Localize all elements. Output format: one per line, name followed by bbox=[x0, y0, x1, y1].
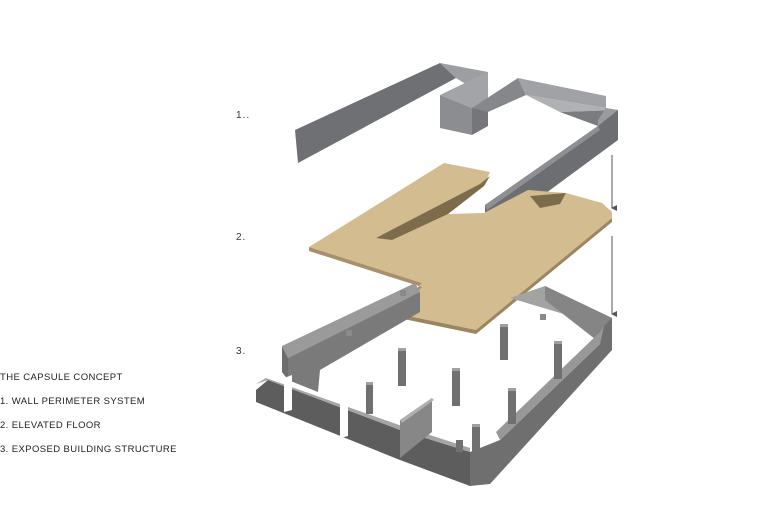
column bbox=[456, 440, 463, 452]
caption-item-wall: 1. WALL PERIMETER SYSTEM bbox=[0, 396, 146, 407]
caption-item-structure: 3. EXPOSED BUILDING STRUCTURE bbox=[0, 444, 177, 455]
caption-item-floor: 2. ELEVATED FLOOR bbox=[0, 420, 101, 431]
caption-title: THE CAPSULE CONCEPT bbox=[0, 372, 123, 383]
column bbox=[452, 368, 460, 406]
layer-number-1: 1.. bbox=[236, 110, 251, 121]
elevated-floor-layer bbox=[309, 163, 612, 334]
column bbox=[398, 348, 406, 386]
layer-number-2: 2. bbox=[236, 232, 247, 243]
column bbox=[508, 388, 516, 424]
column bbox=[554, 341, 562, 379]
column bbox=[472, 424, 480, 452]
column bbox=[500, 324, 508, 360]
exposed-structure-layer bbox=[256, 283, 612, 486]
caption-legend: THE CAPSULE CONCEPT 1. WALL PERIMETER SY… bbox=[0, 372, 177, 468]
layer-number-3: 3. bbox=[236, 346, 247, 357]
column bbox=[366, 382, 373, 414]
